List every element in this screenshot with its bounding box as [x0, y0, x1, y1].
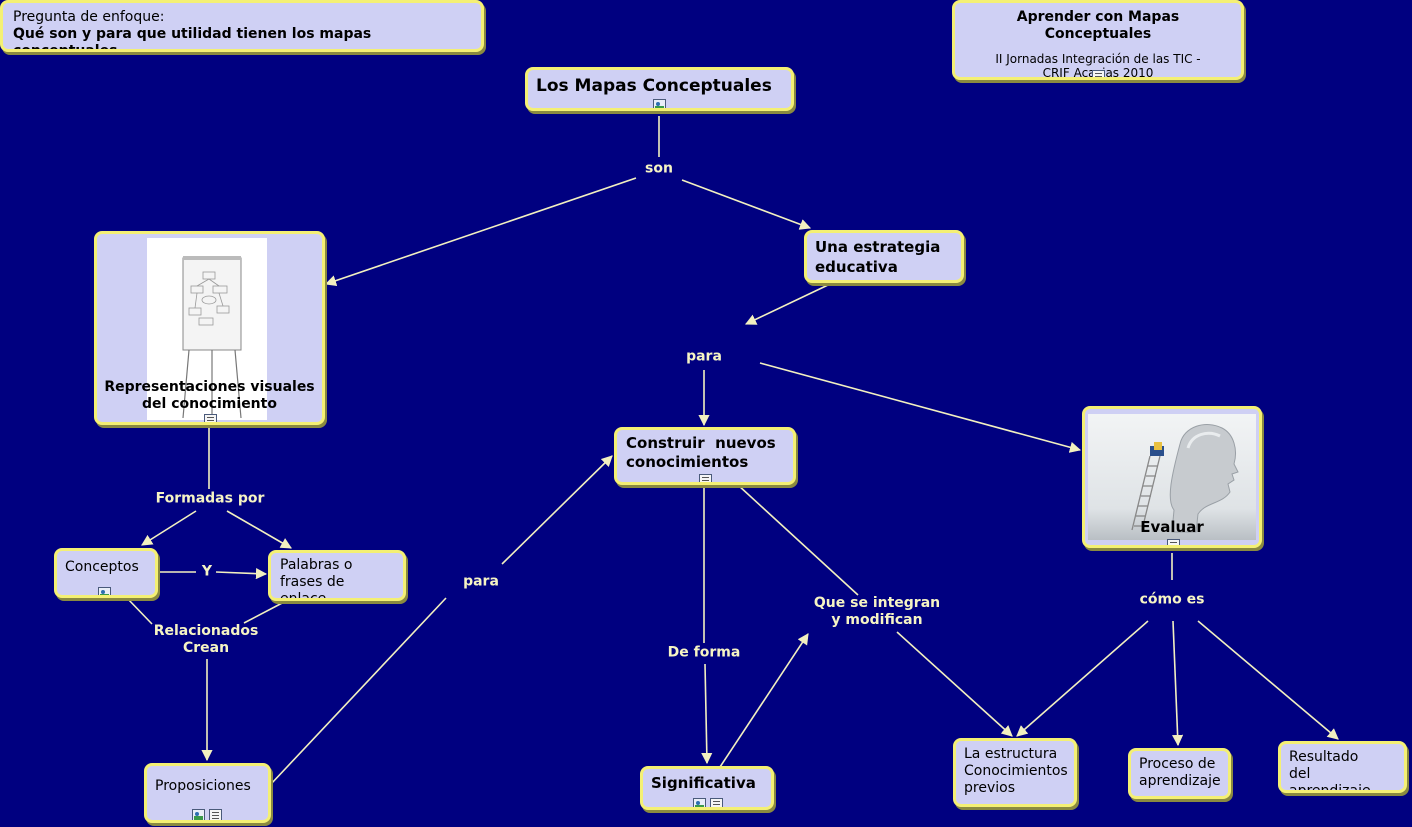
edge-significativa-integran	[719, 633, 809, 768]
link-formadas-por: Formadas por	[155, 490, 265, 507]
node-los-mapas-conceptuales[interactable]: Los Mapas Conceptuales	[525, 67, 794, 111]
document-icon[interactable]	[209, 809, 222, 820]
image-icon[interactable]	[98, 587, 111, 595]
link-como-es: cómo es	[1139, 591, 1205, 608]
edge-palabras-relacionados	[243, 600, 287, 624]
edge-y-palabras	[215, 568, 268, 580]
edge-para-evaluar	[759, 362, 1082, 453]
document-icon[interactable]	[699, 474, 712, 482]
node-proposiciones[interactable]: Proposiciones	[144, 763, 271, 823]
node-label: Evaluar	[1140, 518, 1204, 536]
link-de-forma: De forma	[667, 644, 741, 661]
node-palabras-o-frases-de-enlace[interactable]: Palabras o frases de enlace	[268, 550, 406, 601]
image-icon[interactable]	[192, 809, 205, 820]
node-resultado-del-aprendizaje[interactable]: Resultado del aprendizaje	[1278, 741, 1407, 793]
image-icon[interactable]	[653, 99, 666, 108]
focus-question-label: Pregunta de enfoque:	[13, 9, 165, 25]
node-label: Palabras o frases de enlace	[280, 557, 353, 601]
link-relacionados-crean: Relacionados Crean	[153, 623, 259, 656]
node-label: Resultado del aprendizaje	[1289, 749, 1371, 793]
document-icon[interactable]	[1167, 539, 1180, 545]
link-que-se-integran: Que se integran y modifican	[813, 595, 941, 628]
node-la-estructura-conocimientos-previos[interactable]: La estructura Conocimientos previos	[953, 738, 1077, 807]
link-para-2: para	[463, 573, 499, 590]
document-icon[interactable]	[1092, 70, 1105, 77]
link-para: para	[686, 348, 722, 365]
node-evaluar[interactable]: Evaluar	[1082, 406, 1262, 548]
head-ladder-picture	[1088, 414, 1256, 540]
edge-conceptos-relacionados	[126, 597, 153, 625]
edge-deforma-significativa	[701, 663, 713, 765]
node-label: Una estrategia educativa	[815, 238, 941, 276]
node-construir-nuevos-conocimientos[interactable]: Construir nuevos conocimientos	[614, 427, 796, 485]
node-label: La estructura Conocimientos previos	[964, 746, 1068, 796]
edge-estrategia-para	[744, 284, 829, 325]
node-una-estrategia-educativa[interactable]: Una estrategia educativa	[804, 230, 964, 283]
node-label: Construir nuevos conocimientos	[626, 434, 776, 471]
edge-proposiciones-para	[270, 597, 447, 785]
edge-para-construir-2	[501, 455, 613, 565]
edge-construir-integran	[737, 484, 859, 596]
node-label: Representaciones visuales del conocimien…	[104, 379, 315, 412]
edge-comoes-proceso	[1171, 620, 1184, 747]
document-icon[interactable]	[204, 414, 217, 422]
link-son: son	[645, 160, 673, 177]
focus-question-box: Pregunta de enfoque: Qué son y para que …	[0, 0, 484, 52]
edge-comoes-resultado	[1197, 620, 1339, 740]
node-significativa[interactable]: Significativa	[640, 766, 774, 810]
node-label: Conceptos	[65, 559, 139, 575]
edge-son-estrategia	[681, 179, 812, 230]
node-label: Proceso de aprendizaje	[1139, 756, 1221, 789]
edge-formadas-palabras	[226, 510, 292, 549]
edge-integran-estructura	[896, 631, 1013, 737]
node-conceptos[interactable]: Conceptos	[54, 548, 158, 598]
edge-formadas-conceptos	[141, 510, 197, 546]
edge-son-representaciones	[324, 177, 637, 287]
node-representaciones[interactable]: Representaciones visuales del conocimien…	[94, 231, 325, 425]
node-label: Significativa	[651, 774, 756, 792]
node-label: Proposiciones	[155, 778, 251, 794]
flipchart-picture	[147, 238, 267, 420]
image-icon[interactable]	[693, 798, 706, 807]
info-title: Aprender con Mapas Conceptuales	[1016, 9, 1180, 42]
focus-question-text: Qué son y para que utilidad tienen los m…	[13, 26, 372, 52]
document-icon[interactable]	[710, 798, 723, 807]
link-y: Y	[201, 563, 213, 580]
edge-comoes-estructura	[1016, 620, 1149, 737]
node-label: Los Mapas Conceptuales	[536, 76, 772, 96]
node-proceso-de-aprendizaje[interactable]: Proceso de aprendizaje	[1128, 748, 1231, 799]
info-box[interactable]: Aprender con Mapas Conceptuales II Jorna…	[952, 0, 1244, 80]
